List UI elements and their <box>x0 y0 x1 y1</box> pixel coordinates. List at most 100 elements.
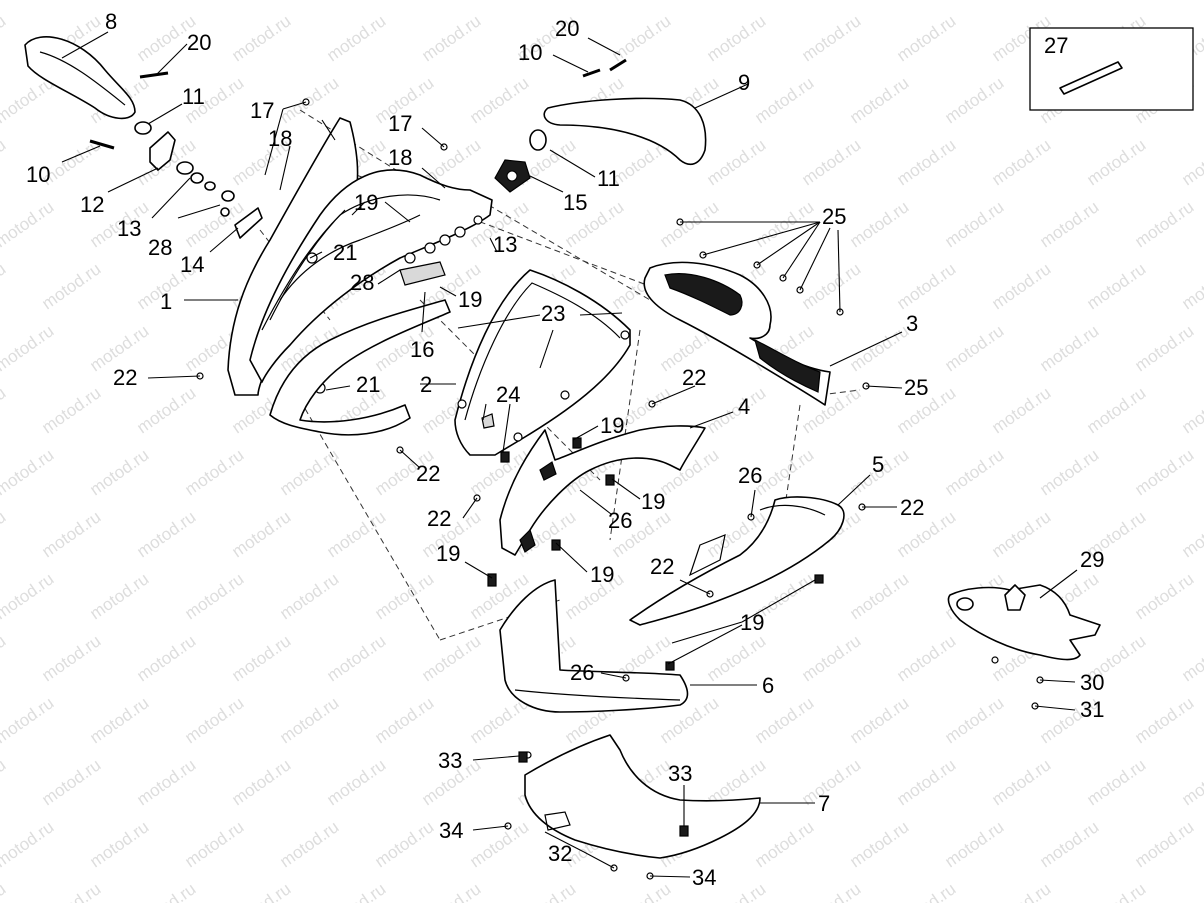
side-panel-part-3 <box>643 261 831 406</box>
watermark-text: motod.ru <box>703 135 769 189</box>
callout-31: 31 <box>1080 697 1104 722</box>
side-panel-part-4 <box>499 425 706 556</box>
watermark-text: motod.ru <box>513 879 579 903</box>
watermark-text: motod.ru <box>0 693 57 747</box>
bracket-part-29 <box>947 584 1101 710</box>
watermark-text: motod.ru <box>846 693 912 747</box>
watermark-text: motod.ru <box>846 0 912 3</box>
watermark-text: motod.ru <box>0 197 57 251</box>
right-mirror-part-9 <box>529 97 707 166</box>
watermark-text: motod.ru <box>751 73 817 127</box>
callout-13: 13 <box>493 232 517 257</box>
watermark-text: motod.ru <box>133 755 199 809</box>
mirror-base-part-15 <box>494 159 531 193</box>
callout-22: 22 <box>416 461 440 486</box>
callout-26: 26 <box>608 508 632 533</box>
watermark-text: motod.ru <box>893 755 959 809</box>
watermark-text: motod.ru <box>893 879 959 903</box>
watermark-text: motod.ru <box>846 321 912 375</box>
callout-23: 23 <box>541 301 565 326</box>
watermark-text: motod.ru <box>846 817 912 871</box>
watermark-text: motod.ru <box>1131 693 1197 747</box>
callout-28: 28 <box>350 270 374 295</box>
watermark-text: motod.ru <box>371 693 437 747</box>
watermark-text: motod.ru <box>323 631 389 685</box>
callout-22: 22 <box>650 554 674 579</box>
watermark-text: motod.ru <box>1178 383 1204 437</box>
kit-box-27 <box>1029 27 1194 111</box>
watermark-text: motod.ru <box>276 569 342 623</box>
watermark-text: motod.ru <box>751 197 817 251</box>
watermark-text: motod.ru <box>1083 135 1149 189</box>
watermark-text: motod.ru <box>1036 445 1102 499</box>
watermark-text: motod.ru <box>608 11 674 65</box>
watermark-text: motod.ru <box>371 569 437 623</box>
watermark-text: motod.ru <box>418 11 484 65</box>
callout-20: 20 <box>187 30 211 55</box>
callout-6: 6 <box>762 673 774 698</box>
watermark-text: motod.ru <box>181 817 247 871</box>
watermark-text: motod.ru <box>941 445 1007 499</box>
callout-15: 15 <box>563 190 587 215</box>
watermark-text: motod.ru <box>86 569 152 623</box>
watermark-text: motod.ru <box>1083 259 1149 313</box>
watermark-text: motod.ru <box>133 631 199 685</box>
watermark-text: motod.ru <box>38 259 104 313</box>
callout-19: 19 <box>641 489 665 514</box>
callout-29: 29 <box>1080 547 1104 572</box>
watermark-text: motod.ru <box>371 0 437 3</box>
watermark-text: motod.ru <box>751 693 817 747</box>
watermark-text: motod.ru <box>798 259 864 313</box>
watermark-text: motod.ru <box>1178 259 1204 313</box>
callout-22: 22 <box>900 495 924 520</box>
watermark-text: motod.ru <box>798 631 864 685</box>
callout-28: 28 <box>148 235 172 260</box>
strip-part-27 <box>1059 61 1123 95</box>
watermark-text: motod.ru <box>1178 631 1204 685</box>
watermark-text: motod.ru <box>276 817 342 871</box>
watermark-text: motod.ru <box>608 879 674 903</box>
watermark-text: motod.ru <box>1036 817 1102 871</box>
callout-33: 33 <box>668 761 692 786</box>
callout-32: 32 <box>548 841 572 866</box>
watermark-text: motod.ru <box>133 507 199 561</box>
belly-pan-part-7 <box>524 734 761 859</box>
watermark-text: motod.ru <box>0 507 9 561</box>
upper-fairing-part-1 <box>227 117 493 396</box>
watermark-text: motod.ru <box>988 507 1054 561</box>
callout-19: 19 <box>436 541 460 566</box>
watermark-text: motod.ru <box>276 0 342 3</box>
callout-34: 34 <box>439 818 463 843</box>
watermark-text: motod.ru <box>703 383 769 437</box>
watermark-text: motod.ru <box>561 0 627 3</box>
callout-11: 11 <box>182 84 205 109</box>
watermark-text: motod.ru <box>703 631 769 685</box>
callout-18: 18 <box>268 126 292 151</box>
callout-14: 14 <box>180 252 204 277</box>
watermark-text: motod.ru <box>941 0 1007 3</box>
watermark-text: motod.ru <box>133 383 199 437</box>
watermark-text: motod.ru <box>1178 507 1204 561</box>
watermark-text: motod.ru <box>466 73 532 127</box>
watermark-text: motod.ru <box>86 0 152 3</box>
callout-22: 22 <box>682 365 706 390</box>
callout-20: 20 <box>555 16 579 41</box>
watermark-text: motod.ru <box>38 631 104 685</box>
watermark-text: motod.ru <box>988 879 1054 903</box>
left-mirror-mount-parts <box>149 131 263 239</box>
callout-17: 17 <box>250 98 274 123</box>
watermark-text: motod.ru <box>323 507 389 561</box>
callout-19: 19 <box>354 190 378 215</box>
watermark-text: motod.ru <box>418 631 484 685</box>
watermark-text: motod.ru <box>0 445 57 499</box>
watermark-text: motod.ru <box>0 11 9 65</box>
callout-2: 2 <box>420 372 432 397</box>
watermark-text: motod.ru <box>751 0 817 3</box>
watermark-text: motod.ru <box>846 569 912 623</box>
callout-1: 1 <box>160 289 172 314</box>
watermark-text: motod.ru <box>1178 879 1204 903</box>
inner-panel-part-2 <box>454 269 631 456</box>
watermark-text: motod.ru <box>181 445 247 499</box>
watermark-text: motod.ru <box>988 135 1054 189</box>
watermark-text: motod.ru <box>276 693 342 747</box>
